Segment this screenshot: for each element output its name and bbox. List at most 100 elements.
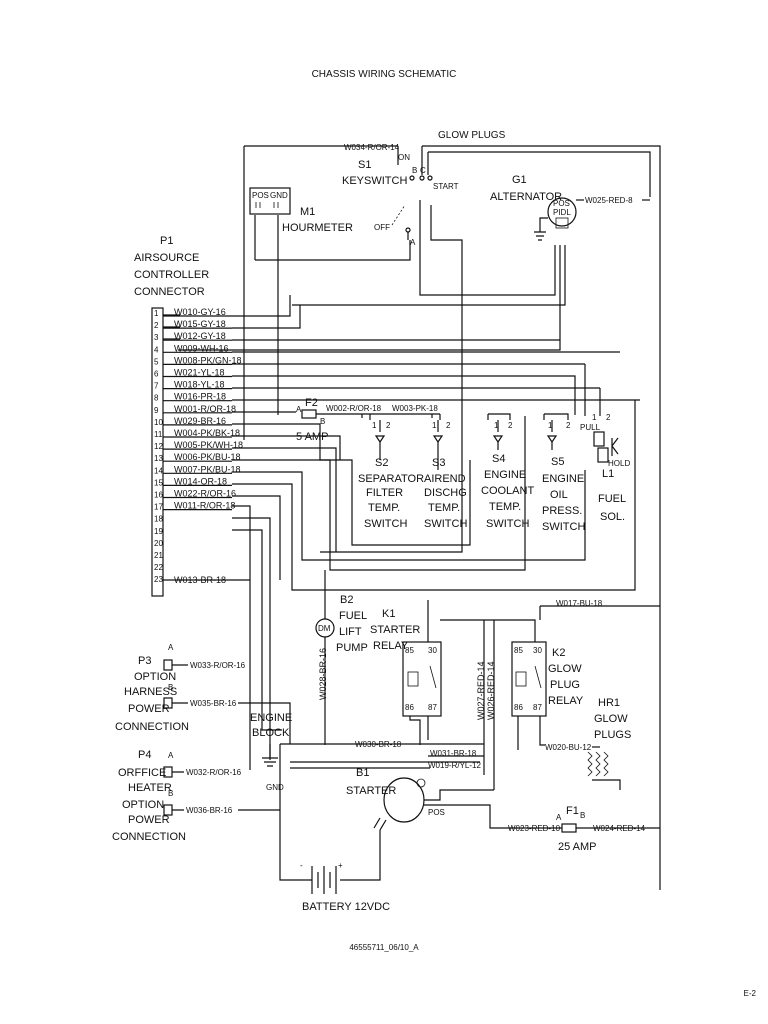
p4-line-2: HEATER [128,782,172,794]
s5-id: S5 [551,456,564,468]
svg-text:-: - [300,861,303,870]
s1-a: A [410,238,416,247]
p1-pin-number: 7 [154,382,159,391]
hr1-wire: W020-BU-12 [545,743,592,752]
s1-b: B [412,166,417,175]
top-wires [163,145,661,890]
battery: - + BATTERY 12VDC [300,830,390,913]
k2-line-2: PLUG [550,679,580,691]
p1-pin-number: 6 [154,370,159,379]
keyswitch-s1: S1 KEYSWITCH ON OFF B C START A [342,146,459,247]
p3-b: B [168,683,173,692]
k2-line-1: GLOW [548,663,582,675]
p1-wire-label: W007-PK/BU-18 [174,464,241,474]
p1-pin-number: 8 [154,394,159,403]
p1-pin-number: 5 [154,357,159,366]
p4-a: A [168,751,174,760]
p1-wire-label: W009-WH-16 [174,343,229,353]
s5-line-4: SWITCH [542,521,585,533]
w026-label: W026-RED-14 [486,661,496,720]
w034-label: W034-R/OR-14 [344,143,400,152]
f2-a: A [296,405,302,414]
p1-wire-label: W016-PR-18 [174,392,226,402]
glow-plug-relay-k2: K2 GLOW PLUG RELAY 85 30 86 87 W017-BU-1… [500,599,660,750]
p3-id: P3 [138,655,151,667]
s1-id: S1 [358,159,371,171]
hr1-id: HR1 [598,697,620,709]
p1-line-3: CONNECTOR [134,286,205,298]
hr1-line-1: GLOW [594,713,628,725]
p3-a: A [168,643,174,652]
p1-wire-label: W005-PK/WH-18 [174,440,243,450]
p1-pin-number: 15 [154,478,163,487]
f2-b: B [320,417,325,426]
alternator-g1: G1 ALTERNATOR POS PIDL W025-RED-8 [490,174,650,241]
s3-line-3: TEMP. [428,502,460,514]
switch-s3: S3 AIREND DISCHG TEMP. SWITCH [424,457,467,530]
fuse-f1: F1 A B W023-RED-10 W024-RED-14 25 AMP [500,805,660,853]
b1-pos: POS [428,808,445,817]
p4-wire-b: W036-BR-16 [186,806,233,815]
w013-label: W013-BR-18 [174,575,226,585]
switch-s5: S5 ENGINE OIL PRESS. SWITCH [542,456,585,533]
s3-line-4: SWITCH [424,518,467,530]
p1-id: P1 [160,235,173,247]
p3-wire-b: W035-BR-16 [190,699,237,708]
svg-text:1: 1 [432,421,437,430]
s1-on: ON [398,153,410,162]
starter-b1: B1 STARTER POS [346,767,500,831]
p1-line-1: AIRSOURCE [134,252,199,264]
b1-name: STARTER [346,785,396,797]
page-number: E-2 [744,989,757,998]
k1-id: K1 [382,608,395,620]
p1-wire-label: W012-GY-18 [174,331,226,341]
s2-line-1: SEPARATOR [358,473,424,485]
b2-wire: W028-BR-16 [318,648,328,700]
p4-line-5: CONNECTION [112,831,186,843]
svg-text:2: 2 [508,421,513,430]
s3-line-2: DISCHG [424,487,467,499]
s1-c: C [420,166,426,175]
p1-pin-number: 16 [154,491,163,500]
s1-start: START [433,182,459,191]
svg-text:2: 2 [566,421,571,430]
k1-pin-30: 30 [428,646,437,655]
l1-pull: PULL [580,423,601,432]
p4-line-1: ORFFICE [118,767,166,779]
f1-id: F1 [566,805,579,817]
l1-line-2: SOL. [600,511,625,523]
p1-pin-number: 10 [154,418,163,427]
b2-line-3: PUMP [336,642,368,654]
red-wires: W027-RED-14 W026-RED-14 [440,619,500,790]
s2-line-3: TEMP. [368,502,400,514]
k2-id: K2 [552,647,565,659]
engine-block-line-1: ENGINE [250,712,292,724]
w030-label: W030-BR-18 [355,740,402,749]
g1-wire: W025-RED-8 [585,196,633,205]
svg-text:1: 1 [548,421,553,430]
p1-pin-number: 17 [154,503,163,512]
p1-wire-label: W021-YL-18 [174,368,225,378]
s2-line-2: FILTER [366,487,403,499]
p1-pin-number: 1 [154,309,159,318]
b2-line-2: LIFT [339,626,362,638]
g1-pos: POS [553,199,570,208]
svg-text:1: 1 [494,421,499,430]
s1-off: OFF [374,223,390,232]
connector-p3: P3 OPTION HARNESS POWER CONNECTION A B W… [115,643,291,744]
s4-line-2: COOLANT [481,485,534,497]
p1-wire-label: W004-PK/BK-18 [174,428,240,438]
p3-line-1: OPTION [134,671,176,683]
p1-pin-number: 21 [154,551,163,560]
p1-wire-label: W015-GY-18 [174,319,226,329]
p1-pin-number: 2 [154,321,159,330]
s1-name: KEYSWITCH [342,175,407,187]
p1-wire-label: W018-YL-18 [174,380,225,390]
k2-pin-87: 87 [533,703,542,712]
svg-text:2: 2 [606,413,611,422]
l1-line-1: FUEL [598,493,626,505]
